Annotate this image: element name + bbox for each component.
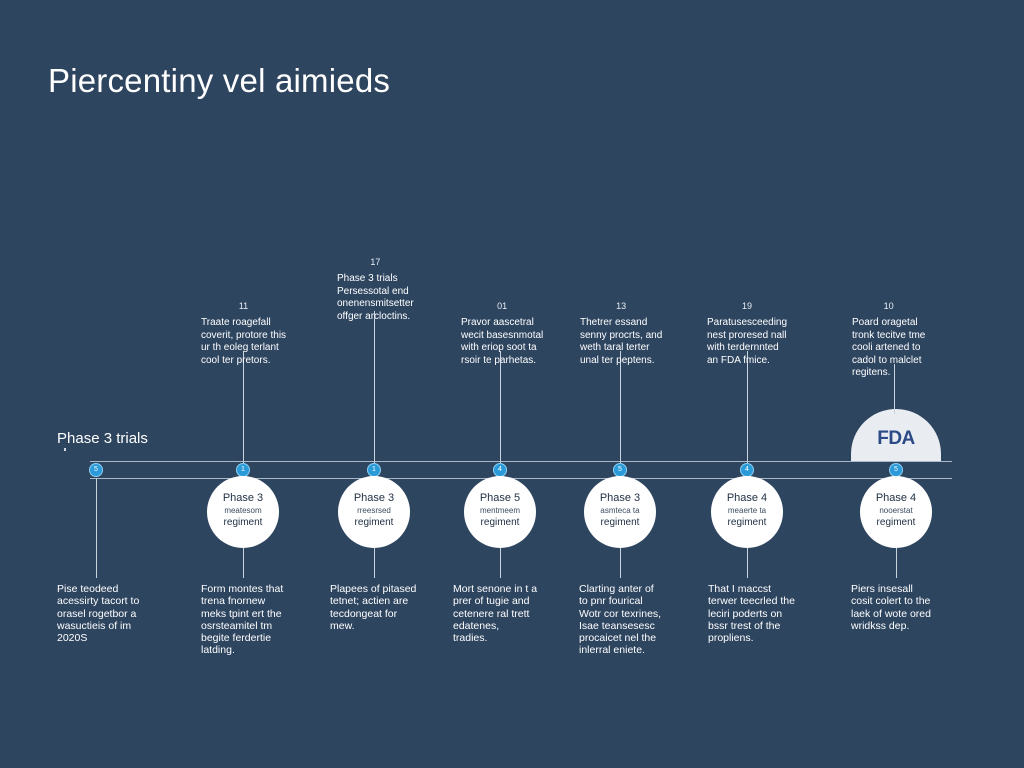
start-phase-label: Phase 3 trials	[57, 430, 148, 447]
timeline-node[interactable]: 5	[889, 463, 903, 477]
milestone-number: 19	[742, 300, 753, 311]
phase-title: Phase 5	[479, 492, 521, 504]
start-label-marker	[64, 448, 66, 451]
milestone-text: Thetrer essand senny procrts, and weth t…	[580, 317, 663, 366]
connector-lower-6	[896, 548, 897, 578]
timeline-node[interactable]: 5	[613, 463, 627, 477]
phase-circle[interactable]: Phase 3 asmteca ta regiment	[584, 476, 656, 548]
phase-subtitle: asmteca ta	[600, 506, 640, 515]
phase-tag: regiment	[223, 517, 263, 528]
phase-description: Form montes that trena fnornew meks tpin…	[201, 583, 284, 657]
connector-lower-0	[96, 478, 97, 578]
phase-subtitle: mentmeem	[479, 506, 520, 515]
timeline-track-bottom	[90, 478, 952, 479]
connector-lower-1	[243, 548, 244, 578]
milestone-text: Paratusesceeding nest proresed nall with…	[707, 317, 788, 366]
connector-lower-3	[500, 548, 501, 578]
connector-upper-1	[243, 351, 244, 463]
milestone-number: 13	[616, 300, 627, 311]
phase-subtitle: meatesom	[224, 506, 262, 515]
phase-subtitle: meaerte ta	[727, 506, 767, 515]
phase-subtitle: rreesrsed	[357, 506, 391, 515]
fda-badge: FDA	[851, 409, 941, 461]
phase-description: Plapees of pitased tetnet; actien are te…	[330, 583, 417, 632]
milestone-text: Pravor aascetral wecit basesnmotal with …	[461, 317, 544, 366]
connector-upper-6	[894, 364, 895, 414]
phase-title: Phase 4	[726, 492, 768, 504]
node-number: 1	[241, 466, 245, 473]
connector-lower-4	[620, 548, 621, 578]
node-number: 4	[498, 466, 502, 473]
node-number: 5	[94, 466, 98, 473]
phase-circle[interactable]: Phase 4 nooerstat regiment	[860, 476, 932, 548]
node-number: 5	[894, 466, 898, 473]
timeline-node[interactable]: 1	[236, 463, 250, 477]
connector-lower-2	[374, 548, 375, 578]
phase-subtitle: nooerstat	[879, 506, 913, 515]
phase-tag: regiment	[354, 517, 394, 528]
milestone-number: 01	[497, 300, 508, 311]
phase-description: Mort senone in t a prer of tugie and cet…	[453, 583, 538, 645]
milestone-text: Phase 3 trials Persessotal end onenensmi…	[337, 273, 414, 322]
fda-logo-text: FDA	[877, 428, 915, 449]
milestone-text: Poard oragetal tronk tecitve tme cooli a…	[852, 317, 926, 378]
phase-description: Piers insesall cosit colert to the laek …	[851, 583, 931, 632]
phase-title: Phase 3	[599, 492, 641, 504]
timeline-node[interactable]: 5	[89, 463, 103, 477]
phase-title: Phase 3	[222, 492, 264, 504]
phase-description: Clarting anter of to pnr fourical Wotr c…	[579, 583, 662, 657]
connector-upper-5	[747, 351, 748, 463]
connector-upper-3	[500, 351, 501, 463]
node-number: 1	[372, 466, 376, 473]
phase-tag: regiment	[727, 517, 767, 528]
phase-description: Pise teodeed acessirty tacort to orasel …	[57, 583, 140, 645]
node-number: 5	[618, 466, 622, 473]
milestone-number: 11	[238, 300, 249, 311]
page-title: Piercentiny vel aimieds	[48, 62, 391, 99]
phase-circle[interactable]: Phase 4 meaerte ta regiment	[711, 476, 783, 548]
phase-circle[interactable]: Phase 5 mentmeem regiment	[464, 476, 536, 548]
phase-circle[interactable]: Phase 3 rreesrsed regiment	[338, 476, 410, 548]
phase-title: Phase 3	[353, 492, 395, 504]
timeline-node[interactable]: 4	[493, 463, 507, 477]
timeline-node[interactable]: 4	[740, 463, 754, 477]
phase-tag: regiment	[480, 517, 520, 528]
connector-upper-2	[374, 311, 375, 463]
milestone-text: Traate roagefall coverit, protore this u…	[201, 317, 287, 366]
phase-title: Phase 4	[875, 492, 917, 504]
milestone-number: 17	[370, 256, 381, 267]
connector-lower-5	[747, 548, 748, 578]
phase-tag: regiment	[876, 517, 916, 528]
timeline-track-top	[90, 461, 952, 462]
timeline-node[interactable]: 1	[367, 463, 381, 477]
phase-description: That I maccst terwer teecrled the leciri…	[708, 583, 795, 645]
milestone-number: 10	[883, 300, 894, 311]
phase-circle[interactable]: Phase 3 meatesom regiment	[207, 476, 279, 548]
phase-tag: regiment	[600, 517, 640, 528]
node-number: 4	[745, 466, 749, 473]
connector-upper-4	[620, 351, 621, 463]
